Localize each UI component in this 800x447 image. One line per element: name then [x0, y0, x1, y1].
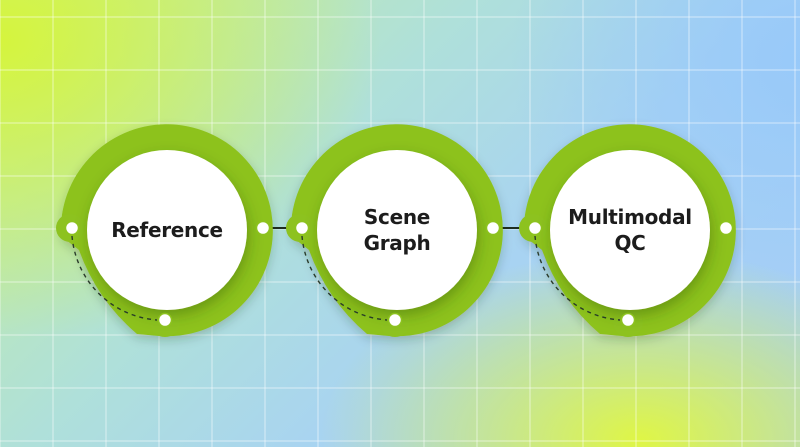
node-dot-bottom [157, 312, 173, 328]
node-dot-bottom [620, 312, 636, 328]
node-dot-left [64, 220, 80, 236]
step-scene-graph [286, 124, 503, 337]
dashed-arc [71, 235, 158, 321]
node-dot-right [718, 220, 734, 236]
node-dot-right [485, 220, 501, 236]
step-circle [550, 150, 710, 310]
dashed-arc [534, 235, 621, 321]
step-circle [87, 150, 247, 310]
node-dot-right [255, 220, 271, 236]
step-circle [317, 150, 477, 310]
node-dot-bottom [387, 312, 403, 328]
node-dot-left [294, 220, 310, 236]
node-dot-left [527, 220, 543, 236]
dashed-arc [301, 235, 388, 321]
step-reference [56, 124, 273, 337]
step-multimodal-qc [519, 124, 736, 337]
